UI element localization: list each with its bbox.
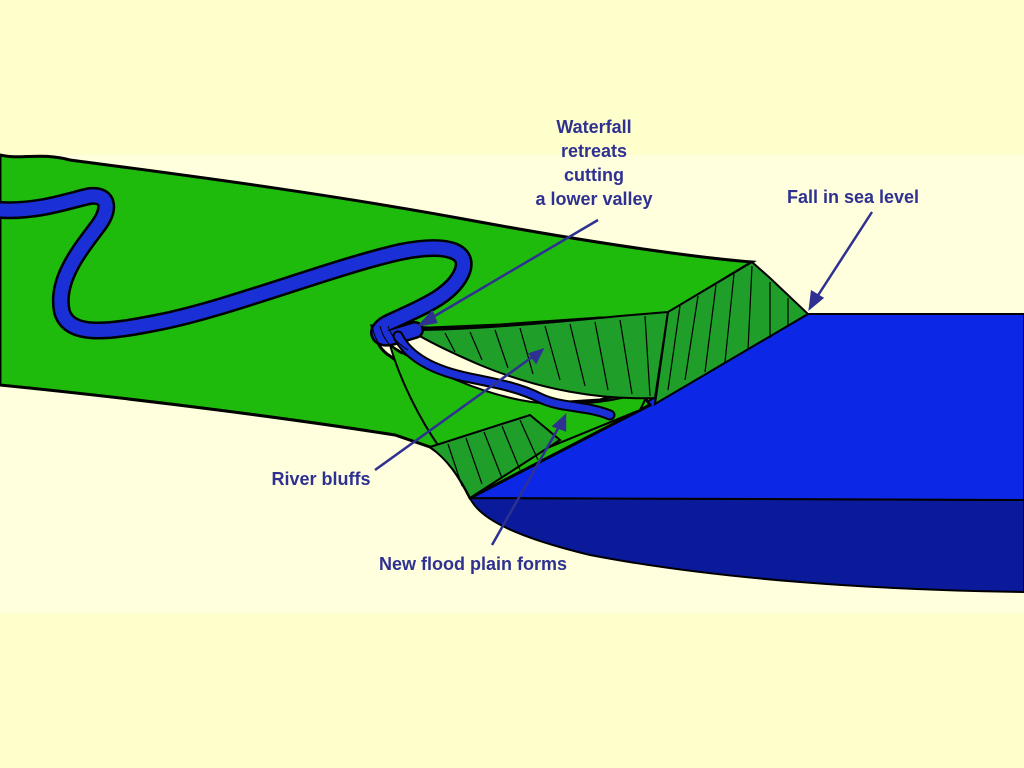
- cliff-hatching: [667, 265, 789, 391]
- sea-level-label: Fall in sea level: [786, 187, 920, 207]
- waterfall-label: Waterfall retreats cutting a lower valle…: [514, 115, 674, 211]
- lower-river-water: [394, 332, 614, 419]
- flood-plain-pointer: [490, 424, 562, 546]
- river-bluffs-label: River bluffs: [271, 469, 371, 489]
- pointer-arrows: [374, 211, 874, 546]
- bluffs-pointer: [374, 353, 536, 472]
- waterfall-pointer: [427, 218, 599, 322]
- waterfall-label-line-1: Waterfall: [556, 117, 632, 137]
- waterfall-label-line-2: retreats: [560, 141, 628, 161]
- waterfall-label-line-3: cutting: [564, 165, 624, 185]
- waterfall-label-line-4: a lower valley: [535, 189, 653, 209]
- sea-level-pointer: [813, 211, 874, 301]
- bluff-hatching-lower: [447, 419, 539, 487]
- waterfall-notch: [371, 325, 409, 361]
- meandering-river-water: [0, 189, 471, 344]
- bluff-hatching-upper: [444, 315, 651, 397]
- flood-plain-label: New flood plain forms: [378, 554, 567, 574]
